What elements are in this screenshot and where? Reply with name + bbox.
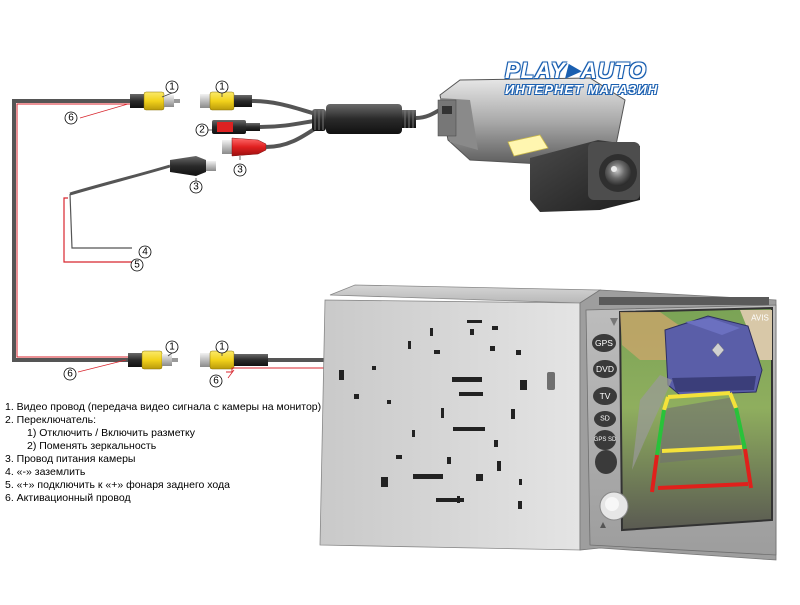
switch-cable bbox=[259, 118, 321, 129]
svg-text:6: 6 bbox=[68, 113, 74, 124]
tv-button-label: TV bbox=[600, 391, 611, 401]
svg-text:3: 3 bbox=[237, 165, 243, 176]
bottom-rca-male-yellow bbox=[128, 350, 178, 370]
gps-button[interactable] bbox=[592, 334, 616, 352]
callout-top-male-1: 1 bbox=[165, 80, 179, 94]
monitor-buttons: GPS DVD TV SD GPS SD bbox=[592, 318, 629, 528]
brand-title: PLAY▶AUTO bbox=[505, 58, 680, 84]
gps-sd-button[interactable] bbox=[594, 430, 616, 450]
legend-item-3: 3. Провод питания камеры bbox=[5, 453, 136, 465]
cable-junction bbox=[312, 104, 416, 134]
legend-item-2-2: 2) Поменять зеркальность bbox=[27, 440, 157, 452]
brand-name-part2: AUTO bbox=[580, 58, 647, 83]
top-video-cable bbox=[251, 99, 321, 117]
power-button[interactable] bbox=[595, 450, 617, 474]
dvd-button-label: DVD bbox=[596, 364, 614, 374]
rear-camera bbox=[437, 77, 640, 212]
svg-text:3: 3 bbox=[193, 182, 199, 193]
parking-guide-green bbox=[655, 407, 747, 456]
svg-text:6: 6 bbox=[67, 369, 73, 380]
legend-item-6: 6. Активационный провод bbox=[5, 492, 131, 504]
callout-ground-4: 4 bbox=[138, 245, 152, 259]
switch-connector bbox=[212, 120, 260, 134]
bottom-rca-female-yellow bbox=[200, 350, 268, 370]
legend-item-1: 1. Видео провод (передача видео сигнала … bbox=[5, 401, 322, 413]
callout-bottom-6: 6 bbox=[63, 367, 77, 381]
wifi-icon bbox=[600, 522, 606, 528]
brand-logo: PLAY▶AUTO ИНТЕРНЕТ МАГАЗИН bbox=[505, 58, 680, 97]
dvd-button[interactable] bbox=[593, 360, 617, 378]
power-split-wires bbox=[63, 193, 132, 263]
gps-sd-button-label: GPS SD bbox=[594, 437, 617, 443]
svg-text:1: 1 bbox=[219, 342, 225, 353]
callout-power-3: 3 bbox=[189, 180, 203, 194]
legend-item-2-1: 1) Отключить / Включить разметку bbox=[27, 427, 195, 439]
callout-leaders bbox=[77, 103, 235, 379]
legend-item-5: 5. «+» подключить к «+» фонаря заднего х… bbox=[5, 479, 231, 491]
parking-guide-red bbox=[650, 448, 753, 493]
parking-guide-line-yellow bbox=[661, 445, 743, 453]
top-rca-male-yellow bbox=[130, 91, 180, 111]
callout-top-female-1: 1 bbox=[215, 80, 229, 94]
callout-monitor-6: 6 bbox=[209, 374, 223, 388]
tv-button[interactable] bbox=[593, 387, 617, 405]
head-unit: AVIS GPS DVD TV SD GPS SD bbox=[319, 284, 777, 561]
video-cable-loop bbox=[12, 99, 325, 362]
callout-bottom-female-1: 1 bbox=[215, 340, 229, 354]
eject-icon bbox=[610, 318, 618, 326]
svg-text:1: 1 bbox=[169, 82, 175, 93]
legend: 1. Видео провод (передача видео сигнала … bbox=[5, 401, 335, 505]
sd-button[interactable] bbox=[594, 411, 616, 427]
svg-text:6: 6 bbox=[213, 376, 219, 387]
dc-connector-red bbox=[222, 137, 267, 157]
svg-text:1: 1 bbox=[219, 82, 225, 93]
sd-button-label: SD bbox=[600, 416, 610, 423]
callout-dc-3: 3 bbox=[233, 163, 247, 177]
callout-top-6: 6 bbox=[64, 111, 78, 125]
activation-wire-red bbox=[16, 103, 130, 358]
power-plug bbox=[170, 156, 216, 176]
svg-text:5: 5 bbox=[134, 260, 140, 271]
gps-button-label: GPS bbox=[595, 338, 613, 348]
monitor-activation-wire bbox=[226, 367, 325, 373]
callout-switch-2: 2 bbox=[195, 123, 209, 137]
top-rca-female-yellow bbox=[200, 91, 252, 111]
mounting-holes bbox=[339, 320, 527, 509]
svg-text:1: 1 bbox=[169, 342, 175, 353]
svg-text:4: 4 bbox=[142, 247, 148, 258]
legend-item-2: 2. Переключатель: bbox=[5, 414, 96, 426]
legend-item-4: 4. «-» заземлить bbox=[5, 466, 86, 478]
svg-text:2: 2 bbox=[199, 125, 205, 136]
brand-name-part1: PLAY bbox=[505, 58, 567, 83]
brand-tagline: ИНТЕРНЕТ МАГАЗИН bbox=[505, 82, 659, 97]
screen-sign: AVIS bbox=[751, 314, 769, 323]
play-icon: ▶ bbox=[566, 60, 581, 80]
callout-bottom-male-1: 1 bbox=[165, 340, 179, 354]
power-cable bbox=[69, 164, 171, 196]
parking-guide-yellow bbox=[662, 391, 738, 411]
callout-plus-5: 5 bbox=[130, 258, 144, 272]
